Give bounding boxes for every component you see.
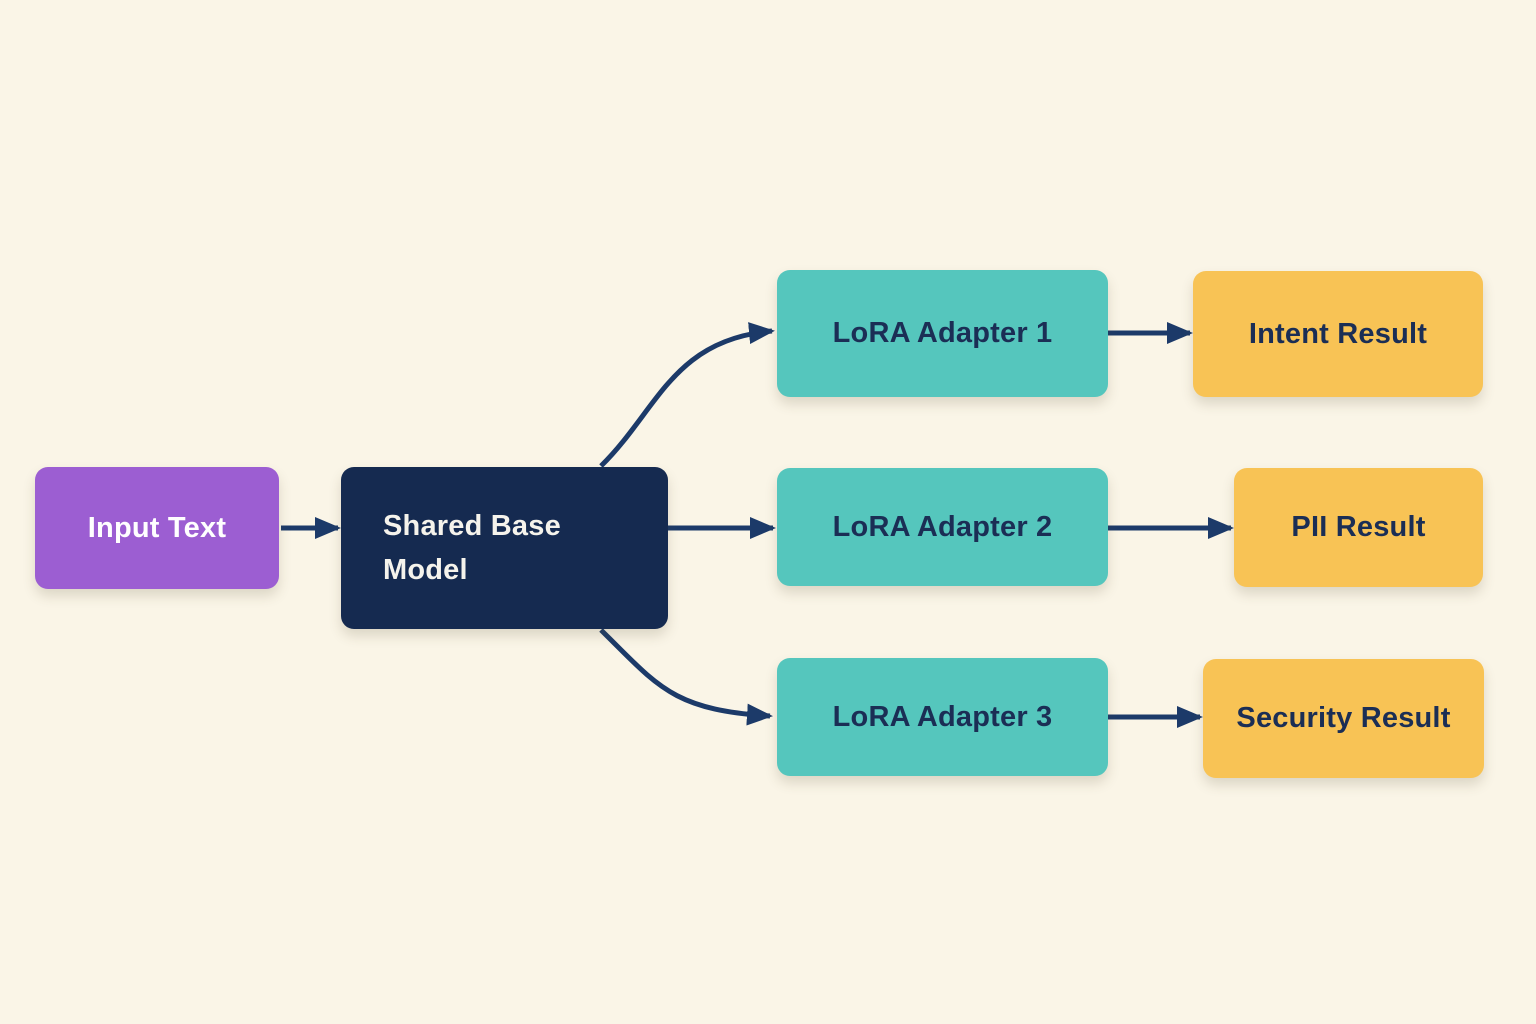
node-lora-adapter-3-label: LoRA Adapter 3 <box>832 700 1053 733</box>
node-lora-adapter-3: LoRA Adapter 3 <box>777 658 1108 776</box>
node-input-text: Input Text <box>35 467 279 589</box>
edge-base-to-adapter1 <box>599 322 775 468</box>
node-input-text-label: Input Text <box>87 511 227 544</box>
node-shared-base-model-label: Shared Base Model <box>383 509 561 586</box>
node-lora-adapter-2: LoRA Adapter 2 <box>777 468 1108 586</box>
node-security-result-label: Security Result <box>1236 702 1451 734</box>
node-lora-adapter-1: LoRA Adapter 1 <box>777 270 1108 397</box>
edge-base-to-adapter3 <box>599 628 773 726</box>
node-intent-result: Intent Result <box>1193 271 1483 397</box>
node-pii-result-label: PII Result <box>1291 511 1426 543</box>
node-lora-adapter-1-label: LoRA Adapter 1 <box>832 317 1053 349</box>
node-lora-adapter-2-label: LoRA Adapter 2 <box>832 510 1053 543</box>
node-pii-result: PII Result <box>1234 468 1483 587</box>
node-shared-base-model: Shared Base Model <box>341 467 668 629</box>
node-security-result: Security Result <box>1203 659 1484 778</box>
node-intent-result-label: Intent Result <box>1248 317 1428 350</box>
